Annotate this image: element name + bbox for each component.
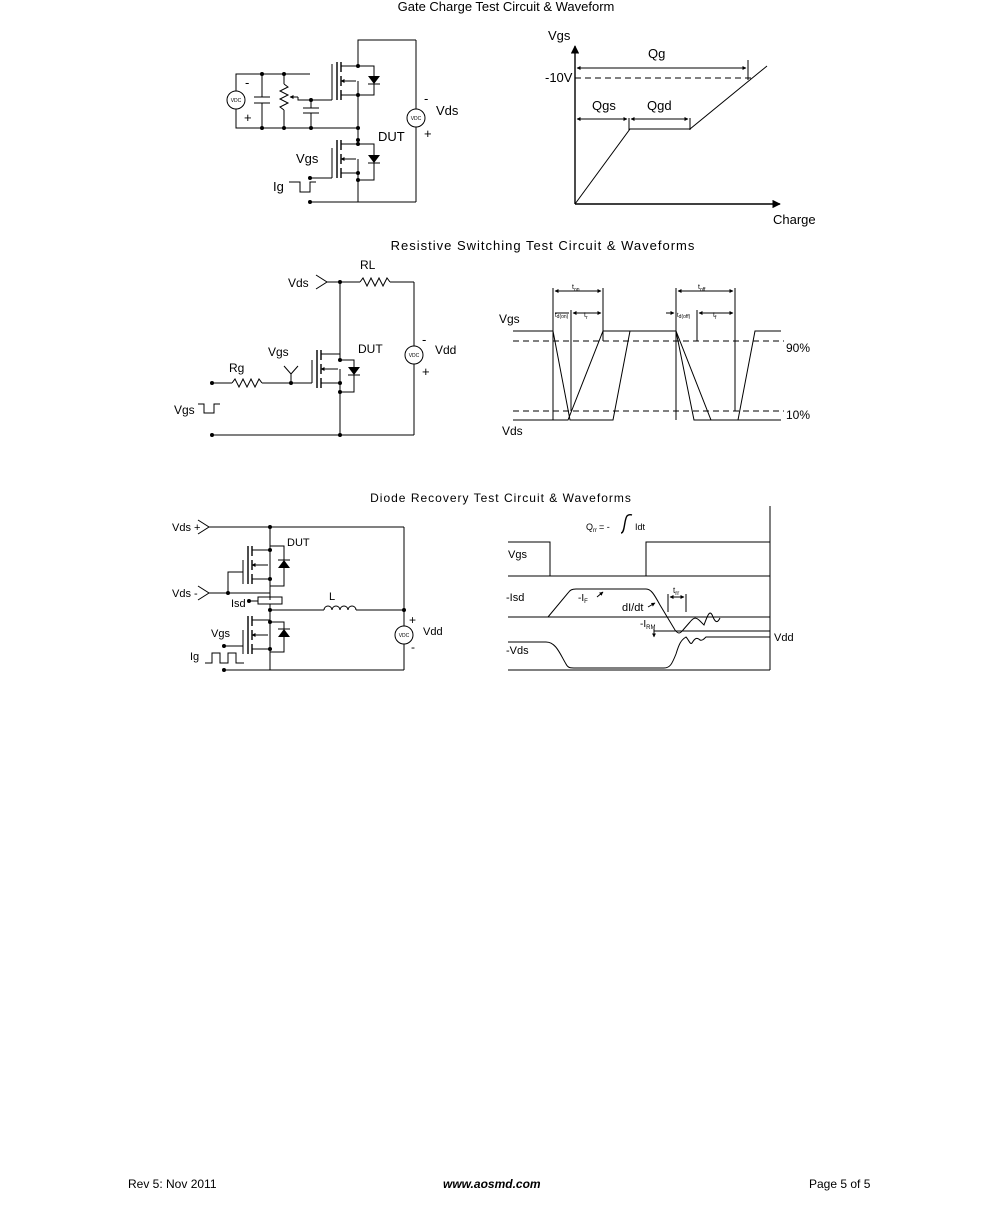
vdd-wave-label: Vdd <box>774 632 794 644</box>
vdd-minus: - <box>422 332 426 347</box>
gate-charge-waveform: Vgs Charge -10V Qg Qgs Qgd <box>545 28 816 227</box>
trr-label: trr <box>673 586 679 597</box>
footer-page-number: Page 5 of 5 <box>809 1177 871 1191</box>
vdd-minus-3: - <box>411 640 415 654</box>
dut-label-2: DUT <box>358 342 383 356</box>
isd-wave-label: -Isd <box>506 592 524 604</box>
dut-label: DUT <box>378 129 405 144</box>
diode-recovery-waveform: Qrr= - Idt Vgs -Isd -IF dI/dt trr -IRM -… <box>506 506 794 671</box>
qgd-label: Qgd <box>647 98 672 113</box>
gate-charge-circuit: VDC - + <box>226 39 459 204</box>
percent-10-label: 10% <box>786 408 810 422</box>
vds-minus: - <box>424 91 428 106</box>
if-label: -IF <box>578 593 588 605</box>
vgs-wave-label: Vgs <box>499 312 520 326</box>
minus-10v-label: -10V <box>545 70 573 85</box>
qrr-tail: Idt <box>635 522 646 532</box>
qg-label: Qg <box>648 46 665 61</box>
diode-recovery-title: Diode Recovery Test Circuit & Waveforms <box>370 491 632 505</box>
svg-text:VDC: VDC <box>411 116 422 122</box>
vgs-terminal-label: Vgs <box>268 345 289 359</box>
vdd-label-3: Vdd <box>423 626 443 638</box>
resistive-switching-circuit: Vds RL DUT Vgs Rg Vgs <box>174 258 456 437</box>
toff-label: toff <box>698 284 706 293</box>
svg-text:VDC: VDC <box>231 98 242 104</box>
inductor-label: L <box>329 591 335 603</box>
vgs-label-3: Vgs <box>211 628 230 640</box>
tr-label: tr <box>584 312 588 321</box>
resistive-switching-waveform: Vgs Vds 90% 10% ton toff td(on) tr td(of… <box>499 284 810 438</box>
didt-label: dI/dt <box>622 602 643 614</box>
vds-terminal-label: Vds <box>288 276 309 290</box>
charge-axis-label: Charge <box>773 212 816 227</box>
ton-label: ton <box>572 284 580 293</box>
svg-text:VDC: VDC <box>409 353 420 359</box>
footer-revision: Rev 5: Nov 2011 <box>128 1177 217 1191</box>
dut-label-3: DUT <box>287 537 310 549</box>
qrr-formula: Qrr= - <box>586 522 610 534</box>
isd-label: Isd <box>231 598 246 610</box>
qgs-label: Qgs <box>592 98 616 113</box>
diode-recovery-circuit: Vds + DUT Vds - Isd <box>172 519 443 672</box>
vds-label: Vds <box>436 103 459 118</box>
source-minus: - <box>245 75 249 90</box>
vds-wave-label-3: -Vds <box>506 645 529 657</box>
vgs-source-label: Vgs <box>174 403 195 417</box>
footer-website[interactable]: www.aosmd.com <box>443 1177 541 1191</box>
rl-label: RL <box>360 258 376 272</box>
source-plus: + <box>244 110 252 125</box>
vdd-plus-3: + <box>409 613 416 627</box>
vgs-wave-label-3: Vgs <box>508 549 527 561</box>
vds-plus-label: Vds + <box>172 522 200 534</box>
vdd-label: Vdd <box>435 343 456 357</box>
resistive-switching-title: Resistive Switching Test Circuit & Wavef… <box>391 238 696 253</box>
svg-text:VDC: VDC <box>399 633 410 639</box>
ig-label: Ig <box>273 179 284 194</box>
percent-90-label: 90% <box>786 341 810 355</box>
vds-wave-label: Vds <box>502 424 523 438</box>
vds-plus: + <box>424 126 432 141</box>
rg-label: Rg <box>229 361 244 375</box>
vgs-axis-label: Vgs <box>548 28 571 43</box>
gate-charge-title: Gate Charge Test Circuit & Waveform <box>398 0 615 14</box>
vds-minus-label: Vds - <box>172 588 198 600</box>
ig-label-3: Ig <box>190 651 199 663</box>
tdon-label: td(on) <box>555 313 569 320</box>
tf-label: tf <box>713 312 717 321</box>
irm-label: -IRM <box>640 619 655 631</box>
tdoff-label: td(off) <box>677 313 691 320</box>
vdd-plus: + <box>422 364 430 379</box>
vgs-label: Vgs <box>296 151 319 166</box>
